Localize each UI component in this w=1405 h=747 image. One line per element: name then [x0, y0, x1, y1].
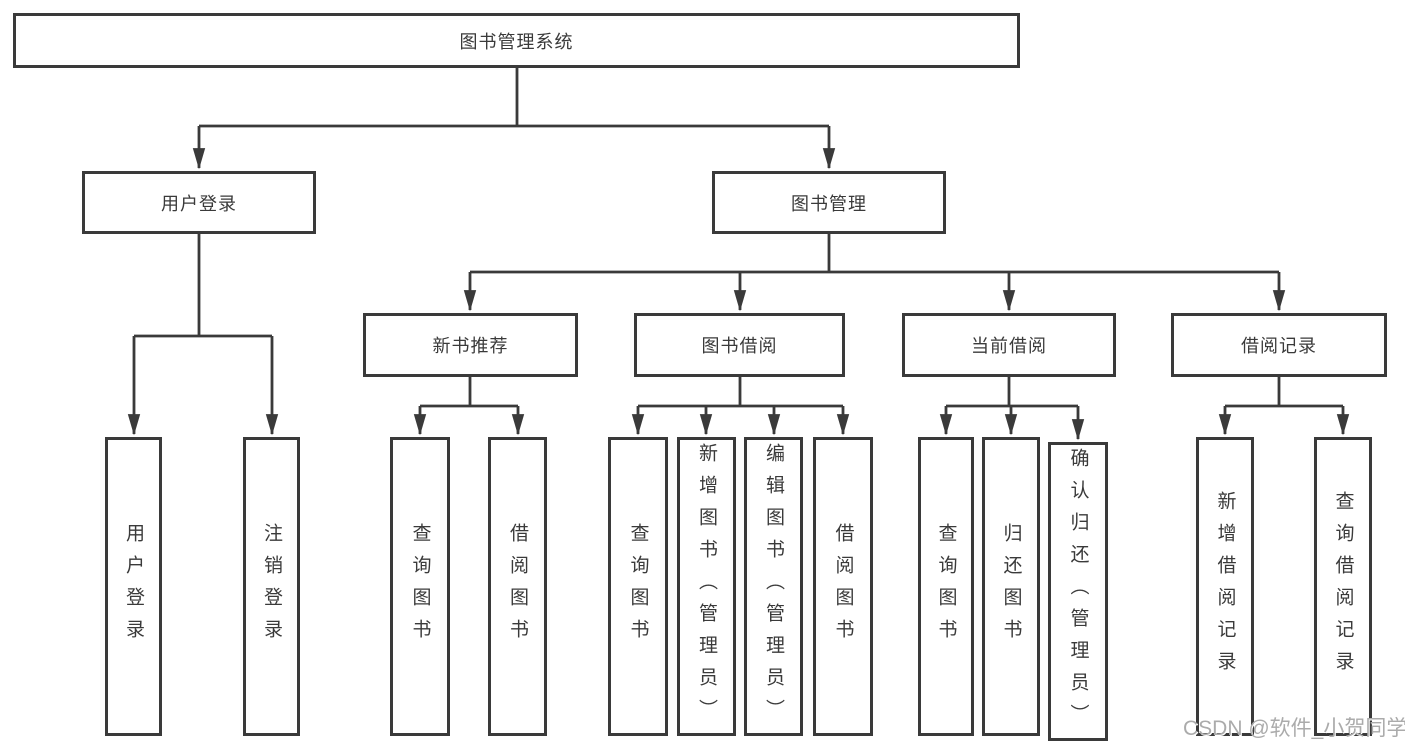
node-borrow-records: 借阅记录	[1171, 313, 1387, 377]
node-label: 图书借阅	[701, 336, 778, 356]
node-label: 确认归还（管理员）	[1067, 447, 1089, 736]
node-label: 查询借阅记录	[1332, 490, 1354, 683]
node-label: 借阅图书	[832, 522, 854, 651]
node-label: 注销登录	[261, 522, 282, 651]
connector-book-management-to-level3	[463, 234, 1286, 312]
leaf-user-login: 用户登录	[105, 437, 162, 736]
leaf-query-books-borrow: 查询图书	[608, 437, 668, 736]
node-label: 新增图书（管理员）	[696, 442, 717, 731]
connector-root-to-level2	[192, 68, 836, 170]
leaf-query-borrow-record: 查询借阅记录	[1314, 437, 1372, 736]
connector-book-borrow-to-leaves	[631, 377, 850, 436]
node-label: 用户登录	[161, 193, 237, 214]
leaf-borrow-books: 借阅图书	[813, 437, 873, 736]
node-current-borrow: 当前借阅	[902, 313, 1116, 377]
node-label: 当前借阅	[971, 336, 1047, 356]
connector-current-borrow-to-leaves	[939, 377, 1085, 441]
node-label: 新书推荐	[432, 336, 509, 356]
csdn-watermark: CSDN @软件_小贺同学	[1183, 717, 1405, 740]
leaf-add-borrow-record: 新增借阅记录	[1196, 437, 1254, 736]
leaf-return-book: 归还图书	[982, 437, 1040, 736]
leaf-confirm-return-admin: 确认归还（管理员）	[1048, 442, 1108, 741]
node-label: 借阅记录	[1241, 336, 1317, 356]
leaf-add-book-admin: 新增图书（管理员）	[677, 437, 736, 736]
node-label: 借阅图书	[507, 522, 528, 651]
leaf-query-books-recommend: 查询图书	[390, 437, 450, 736]
node-book-management: 图书管理	[712, 171, 946, 234]
node-label: 查询图书	[935, 522, 957, 651]
node-label: 查询图书	[409, 522, 431, 651]
connector-borrow-records-to-leaves	[1218, 377, 1350, 436]
node-label: 用户登录	[123, 522, 144, 651]
connector-user-login-to-leaves	[127, 234, 279, 436]
node-root-system: 图书管理系统	[13, 13, 1020, 68]
leaf-edit-book-admin: 编辑图书（管理员）	[744, 437, 803, 736]
node-label: 图书管理系统	[459, 31, 574, 52]
leaf-query-books-current: 查询图书	[918, 437, 974, 736]
leaf-borrow-books-recommend: 借阅图书	[488, 437, 547, 736]
leaf-logout: 注销登录	[243, 437, 300, 736]
node-label: 查询图书	[627, 522, 649, 651]
node-new-book-recommend: 新书推荐	[363, 313, 578, 377]
node-label: 归还图书	[1000, 522, 1022, 651]
node-user-login: 用户登录	[82, 171, 316, 234]
node-book-borrow: 图书借阅	[634, 313, 845, 377]
node-label: 新增借阅记录	[1214, 490, 1236, 683]
node-label: 编辑图书（管理员）	[763, 442, 784, 731]
node-label: 图书管理	[791, 193, 867, 214]
connector-new-book-recommend-to-leaves	[413, 377, 525, 436]
